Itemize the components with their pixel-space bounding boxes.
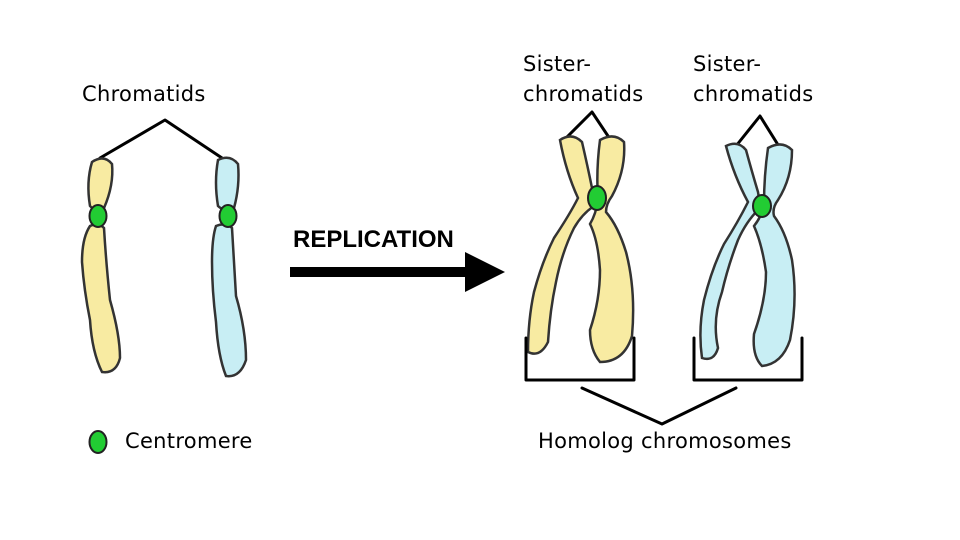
centromere-legend-dot	[88, 430, 108, 454]
centromere-dot	[218, 204, 238, 228]
chromatids-pointer	[98, 118, 224, 160]
yellow-chromatid-lower-arm	[80, 223, 122, 374]
homolog-bracket-left	[524, 336, 636, 382]
sister-chromatids-pointer-left	[564, 110, 614, 144]
homolog-pointer	[580, 386, 738, 426]
legend: Centromere	[88, 429, 253, 454]
sister-chromatids-label-right-line2: chromatids	[693, 82, 814, 106]
centromere-dot	[88, 204, 108, 228]
replication-label: REPLICATION	[293, 226, 454, 253]
sister-chromatids-label-right-line1: Sister-	[693, 52, 761, 76]
chromatids-label: Chromatids	[82, 82, 206, 106]
blue-sister-chromatid-right	[752, 143, 796, 368]
centromere-dot	[752, 194, 772, 218]
replicated-blue-chromosome	[699, 142, 796, 368]
yellow-chromatid-upper-arm	[87, 157, 114, 211]
centromere-legend-label: Centromere	[125, 429, 253, 453]
centromere-dot	[587, 185, 607, 211]
blue-chromatid-lower-arm	[210, 223, 248, 378]
replication-arrow	[290, 252, 505, 292]
yellow-sister-chromatid-right	[588, 135, 635, 364]
replication-arrow-head	[465, 252, 505, 292]
sister-chromatids-label-left-line2: chromatids	[523, 82, 644, 106]
replicated-yellow-chromosome	[526, 135, 635, 364]
sister-chromatids-label-left-line1: Sister-	[523, 52, 591, 76]
replication-arrow-shaft	[290, 267, 476, 277]
blue-sister-chromatid-left	[699, 142, 761, 361]
homolog-bracket-right	[692, 336, 804, 382]
blue-chromatid	[210, 156, 248, 378]
yellow-chromatid	[80, 157, 122, 374]
yellow-sister-chromatid-left	[526, 135, 596, 355]
blue-chromatid-upper-arm	[214, 156, 240, 211]
homolog-chromosomes-label: Homolog chromosomes	[538, 429, 792, 453]
sister-chromatids-pointer-right	[734, 114, 782, 150]
